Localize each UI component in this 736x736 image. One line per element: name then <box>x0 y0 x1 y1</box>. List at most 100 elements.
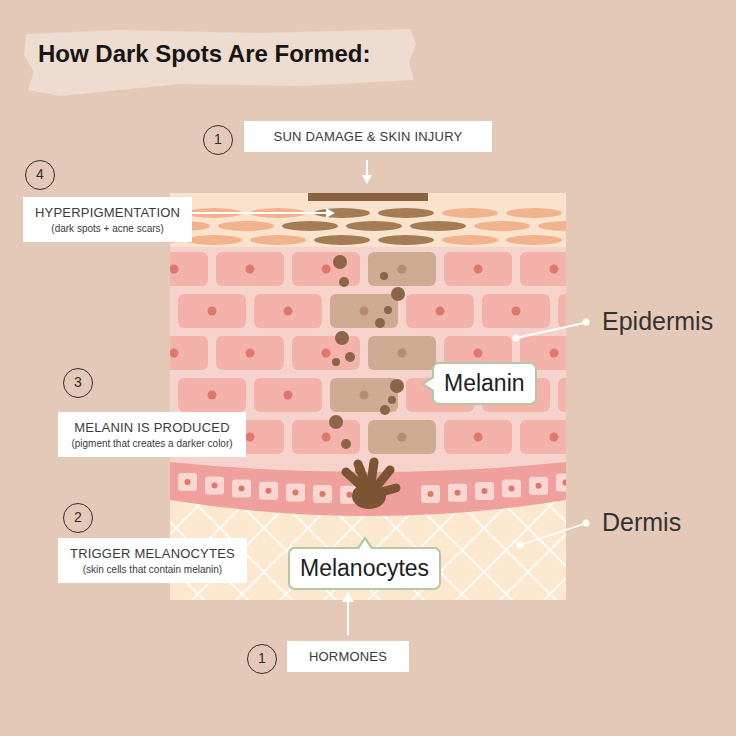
callout-number: 3 <box>63 368 93 398</box>
node-subtext: (pigment that creates a darker color) <box>70 438 234 449</box>
skin-cell <box>170 252 208 286</box>
cell-nucleus <box>360 307 369 316</box>
flat-cell <box>410 221 466 231</box>
node-text: SUN DAMAGE & SKIN INJURY <box>256 129 480 144</box>
cell-nucleus <box>284 307 293 316</box>
skin-cell <box>330 294 398 328</box>
skin-cell <box>178 294 246 328</box>
title-brush <box>24 29 416 96</box>
node-text: 4 <box>36 166 44 182</box>
flat-cell <box>506 208 562 218</box>
cell-nucleus <box>428 491 434 497</box>
cell-nucleus <box>512 307 521 316</box>
flat-cell <box>218 221 274 231</box>
connector-arrow <box>347 594 349 635</box>
cell-nucleus <box>550 265 559 274</box>
flat-cell <box>282 221 338 231</box>
epidermis-leader <box>516 323 584 338</box>
basal-cell <box>421 485 440 503</box>
skin-cell <box>520 420 566 454</box>
cell-nucleus <box>322 265 331 274</box>
flat-cell <box>346 221 402 231</box>
basal-cell <box>232 479 251 497</box>
node-text: HYPERPIGMENTATION <box>35 205 180 220</box>
callout-number: 1 <box>247 644 277 674</box>
cell-nucleus <box>398 265 407 274</box>
callout-box: HORMONES <box>287 641 409 672</box>
cell-nucleus <box>474 433 483 442</box>
cell-nucleus <box>563 479 567 485</box>
flat-cell <box>538 221 566 231</box>
surface-spot <box>308 193 428 201</box>
flat-cell <box>442 208 498 218</box>
basal-cell <box>286 484 305 502</box>
cell-nucleus <box>246 349 255 358</box>
skin-cell <box>368 336 436 370</box>
diagram-title: How Dark Spots Are Formed: <box>38 40 371 68</box>
cell-nucleus <box>455 490 461 496</box>
dermis-leader <box>520 524 584 545</box>
sun-arrow <box>366 160 368 182</box>
skin-cell <box>178 378 246 412</box>
cell-nucleus <box>246 433 255 442</box>
callout-number: 1 <box>203 125 233 155</box>
cell-nucleus <box>509 486 515 492</box>
basal-cell <box>556 473 566 491</box>
basal-cell <box>448 484 467 502</box>
callout-number: 2 <box>63 503 93 533</box>
callout-box: TRIGGER MELANOCYTES(skin cells that cont… <box>58 538 247 583</box>
stratum-corneum <box>170 193 566 247</box>
cell-nucleus <box>398 433 407 442</box>
cell-nucleus <box>246 265 255 274</box>
callout-number: 4 <box>25 160 55 190</box>
cell-nucleus <box>212 483 218 489</box>
cell-nucleus <box>550 349 559 358</box>
skin-cell <box>368 252 436 286</box>
cell-nucleus <box>482 488 488 494</box>
node-text: 1 <box>258 650 266 666</box>
cell-nucleus <box>284 391 293 400</box>
skin-cell <box>482 294 550 328</box>
basal-cell <box>178 473 197 491</box>
flat-cell <box>378 208 434 218</box>
flat-cell <box>250 235 306 245</box>
skin-cell <box>520 252 566 286</box>
callout-box: HYPERPIGMENTATION(dark spots + acne scar… <box>23 197 192 242</box>
node-text: 3 <box>74 374 82 390</box>
cell-nucleus <box>239 485 245 491</box>
node-subtext: (skin cells that contain melanin) <box>70 564 235 575</box>
basal-cell <box>313 485 332 503</box>
cell-nucleus <box>208 391 217 400</box>
skin-cell <box>216 336 284 370</box>
cell-nucleus <box>170 349 179 358</box>
flat-cell <box>442 235 498 245</box>
cell-nucleus <box>474 265 483 274</box>
cell-nucleus <box>550 433 559 442</box>
label-bubble: Melanin <box>432 362 537 405</box>
flat-cell <box>506 235 562 245</box>
cell-nucleus <box>347 492 353 498</box>
cell-nucleus <box>398 349 407 358</box>
callout-box: MELANIN IS PRODUCED(pigment that creates… <box>58 412 246 457</box>
skin-cell <box>444 252 512 286</box>
cell-nucleus <box>208 307 217 316</box>
skin-cell <box>254 294 322 328</box>
basal-cell <box>475 482 494 500</box>
node-text: Melanin <box>444 370 525 396</box>
layer-label: Epidermis <box>602 307 713 336</box>
cell-nucleus <box>474 349 483 358</box>
cell-nucleus <box>266 488 272 494</box>
node-text: 2 <box>74 509 82 525</box>
skin-cell <box>406 294 474 328</box>
basal-cell <box>259 482 278 500</box>
skin-cell <box>444 420 512 454</box>
skin-cell <box>216 252 284 286</box>
basal-cell <box>529 477 548 495</box>
basal-layer <box>170 462 566 516</box>
skin-cell <box>292 420 360 454</box>
cell-nucleus <box>170 265 179 274</box>
basal-cell <box>502 480 521 498</box>
skin-cell <box>170 336 208 370</box>
